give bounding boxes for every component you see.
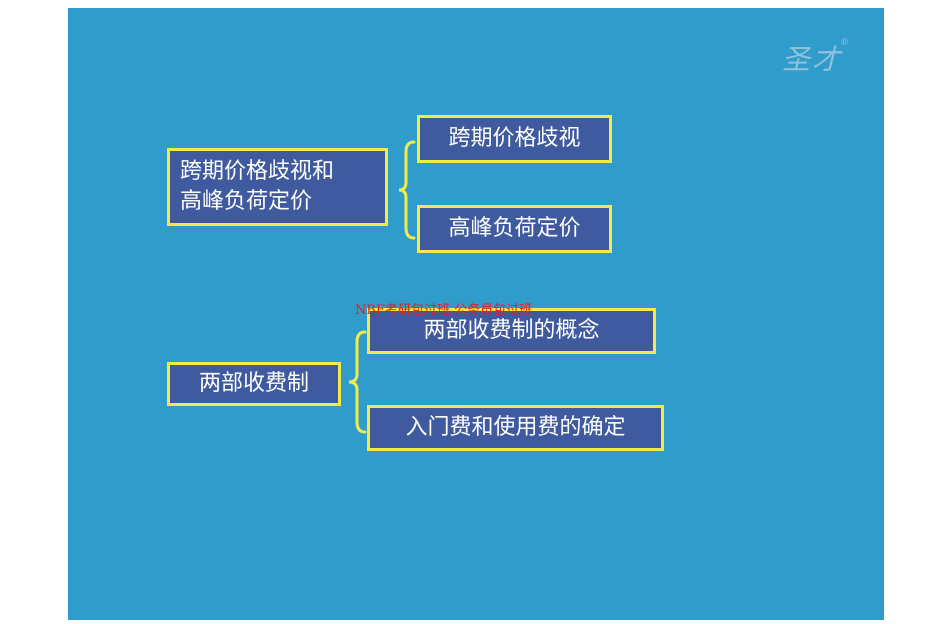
main-node-two-part-tariff: 两部收费制 (167, 362, 341, 406)
logo-text: 圣才 (782, 43, 843, 76)
main-node-line-2: 高峰负荷定价 (180, 189, 313, 214)
main-node-label: 两部收费制 (198, 371, 309, 396)
brace-connector-2 (348, 330, 367, 434)
branch-node-label: 入门费和使用费的确定 (405, 415, 626, 440)
watermark-text: NBF考研包过班 公务员包过班 (355, 303, 533, 318)
main-node-intertemporal-peak: 跨期价格歧视和 高峰负荷定价 (167, 148, 388, 226)
branch-node-entry-usage-fee: 入门费和使用费的确定 (367, 405, 664, 451)
branch-node-intertemporal-discrimination: 跨期价格歧视 (417, 115, 612, 163)
brand-logo: 圣才® (782, 38, 851, 78)
branch-node-two-part-concept: 两部收费制的概念 (367, 308, 656, 354)
branch-node-label: 两部收费制的概念 (423, 318, 600, 343)
branch-node-label: 跨期价格歧视 (448, 126, 581, 151)
registered-mark: ® (840, 38, 852, 48)
branch-node-peak-load-pricing: 高峰负荷定价 (417, 205, 612, 253)
main-node-line-1: 跨期价格歧视和 (180, 159, 335, 184)
branch-node-label: 高峰负荷定价 (448, 216, 581, 241)
brace-connector-1 (398, 140, 416, 240)
